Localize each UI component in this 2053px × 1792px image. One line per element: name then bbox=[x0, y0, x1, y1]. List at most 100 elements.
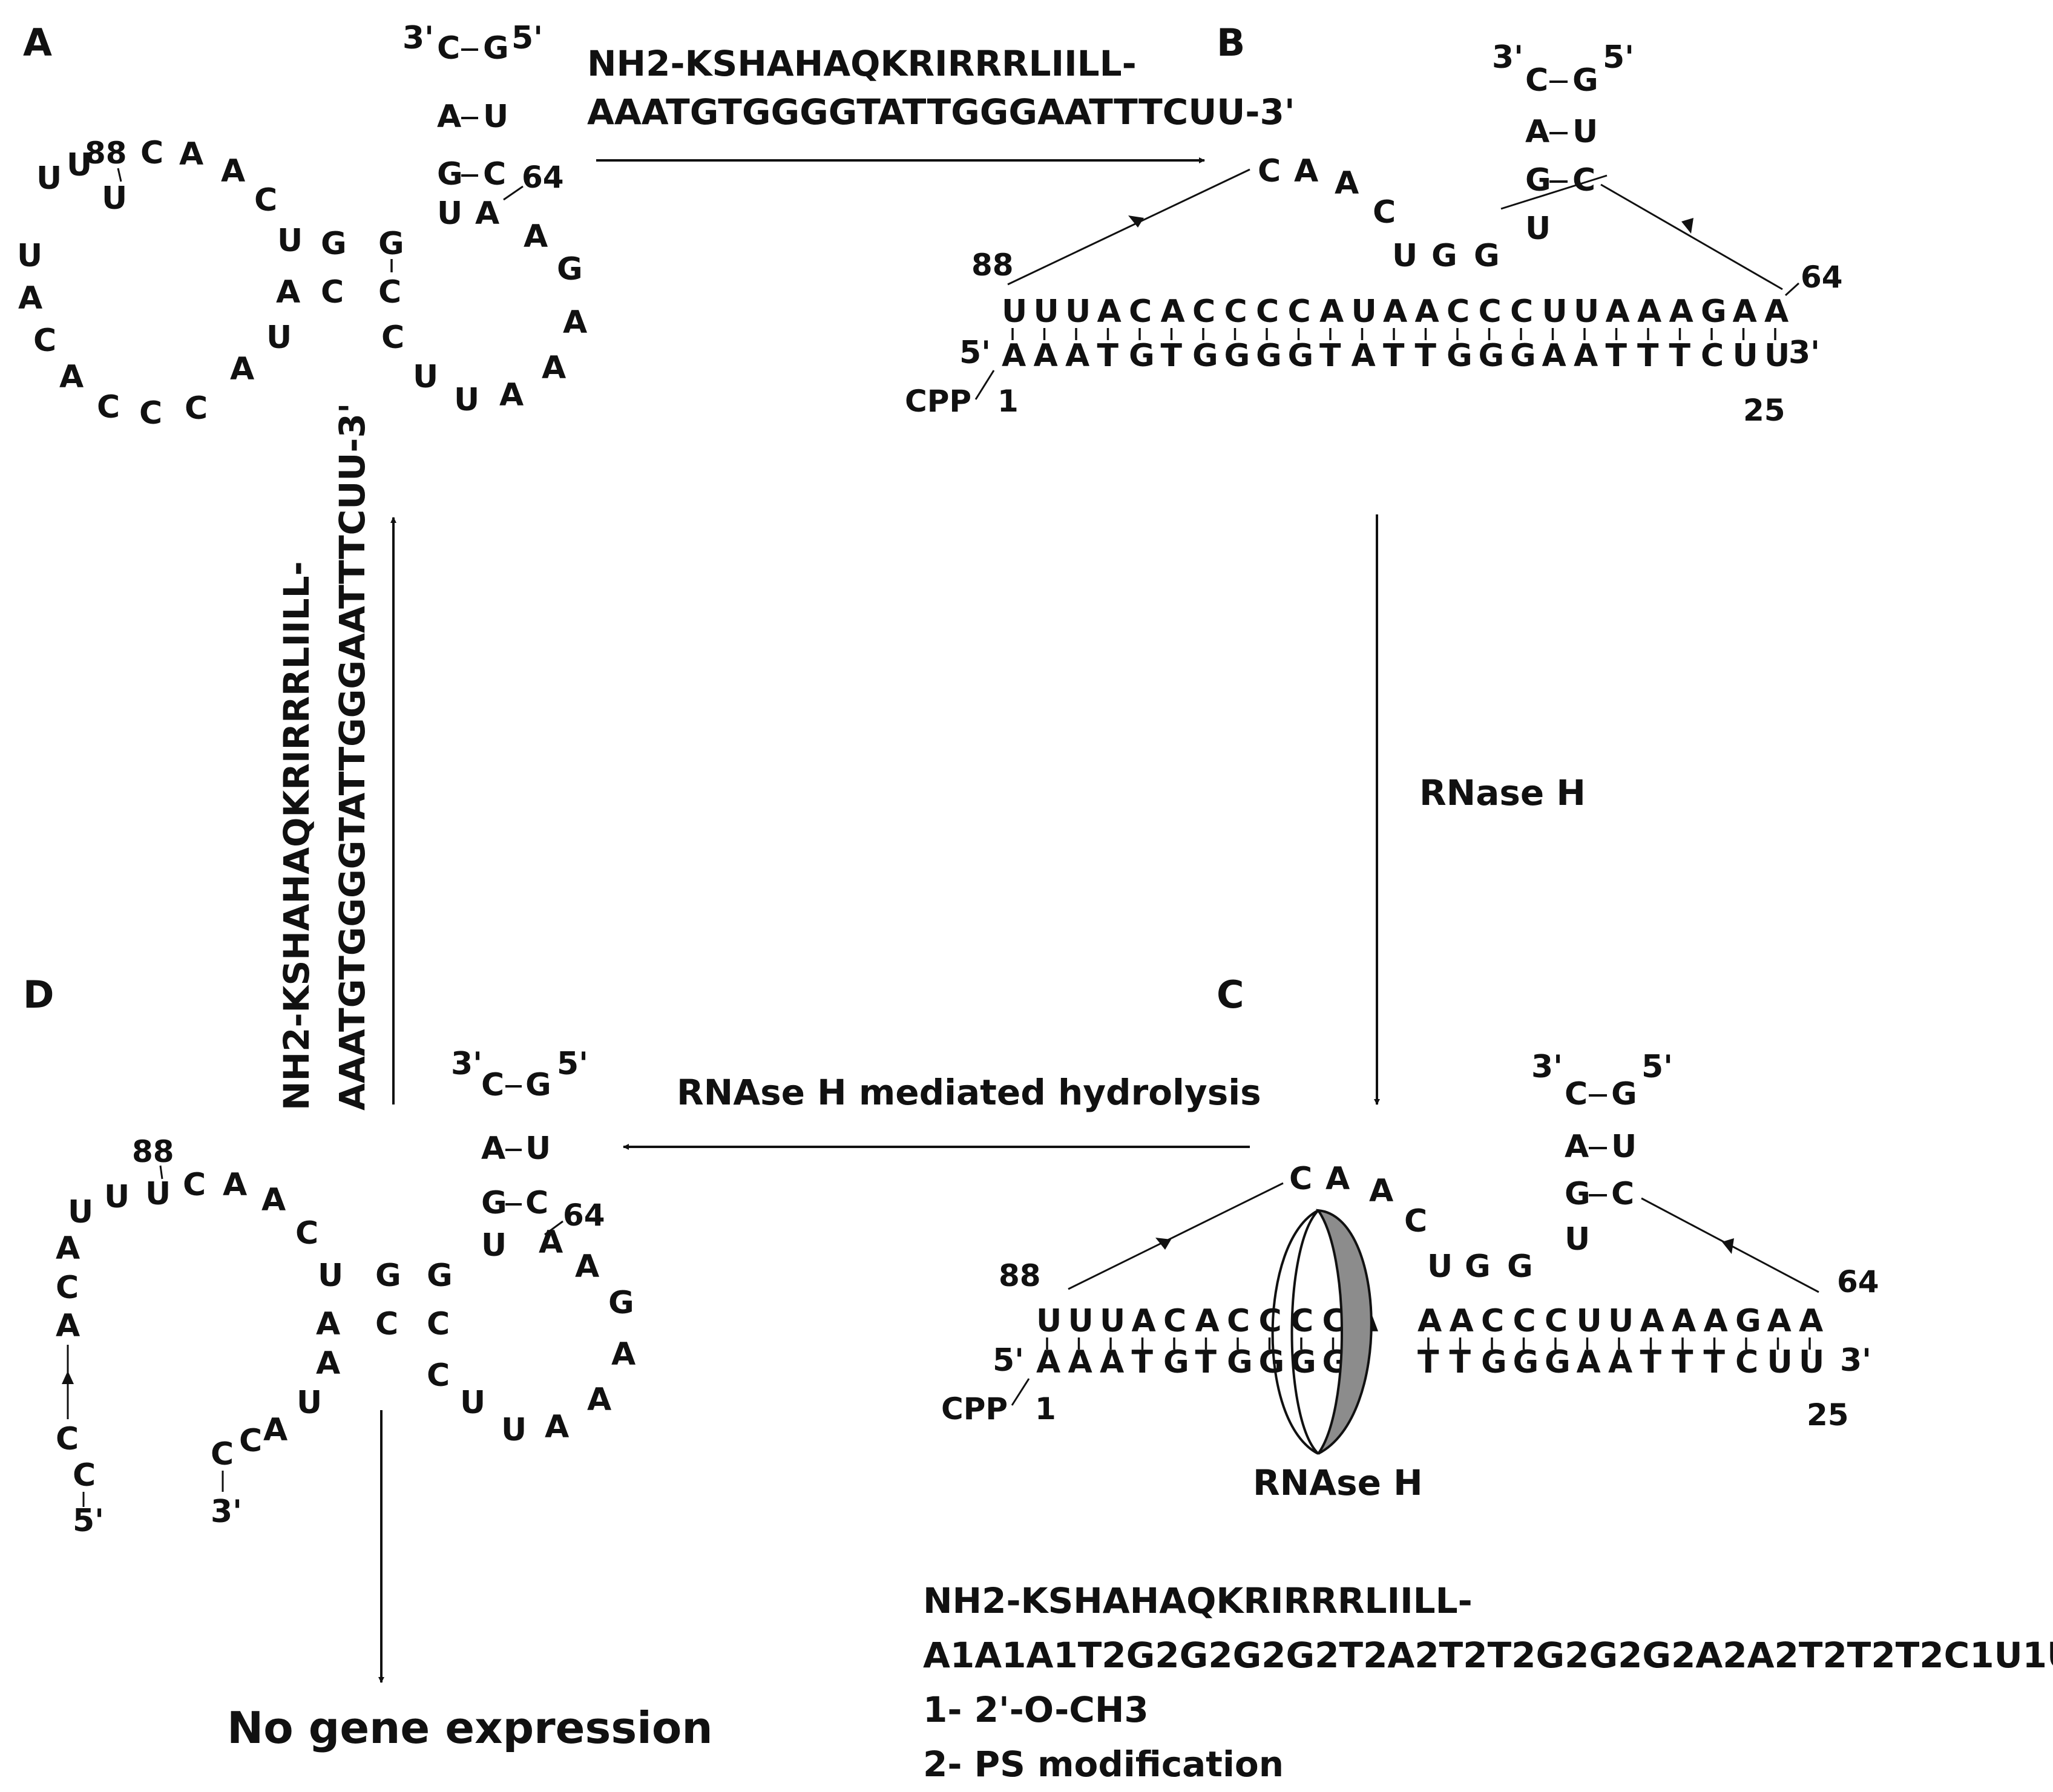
duplex-bottom-nucleotide: G bbox=[1479, 338, 1505, 374]
nucleotide: U bbox=[1427, 1249, 1453, 1285]
nucleotide: G bbox=[375, 1258, 401, 1294]
position-tick bbox=[117, 168, 122, 182]
duplex-bottom-nucleotide: G bbox=[1129, 338, 1155, 374]
nucleotide: U bbox=[145, 1176, 171, 1212]
duplex-top-nucleotide: A bbox=[1669, 294, 1693, 330]
nucleotide: U bbox=[67, 147, 92, 183]
modified-oligo-label: A1A1A1T2G2G2G2G2T2A2T2T2G2G2G2A2A2T2T2T2… bbox=[923, 1635, 2053, 1676]
duplex-bottom-nucleotide: T bbox=[1669, 338, 1691, 374]
nucleotide: A bbox=[316, 1306, 340, 1342]
nucleotide: U bbox=[102, 180, 127, 217]
nucleotide: C bbox=[427, 1357, 450, 1394]
nucleotide: C bbox=[1373, 194, 1396, 231]
nucleotide: A bbox=[263, 1412, 287, 1448]
connector-line bbox=[1068, 1182, 1284, 1290]
duplex-bottom-nucleotide: T bbox=[1097, 338, 1119, 374]
nucleotide: A bbox=[1369, 1173, 1393, 1209]
duplex-bottom-nucleotide: A bbox=[1100, 1344, 1124, 1380]
duplex-top-nucleotide: G bbox=[1701, 294, 1727, 330]
nucleotide: G bbox=[378, 226, 404, 262]
legend-item: 1- 2'-O-CH3 bbox=[923, 1689, 1149, 1730]
nucleotide: U bbox=[1525, 211, 1551, 247]
nucleotide: A bbox=[481, 1131, 505, 1167]
panel-a-stem: 3' C G 5' A U G C U 64 bbox=[402, 20, 564, 232]
duplex-bottom-nucleotide: G bbox=[1163, 1344, 1189, 1380]
nucleotide: A bbox=[587, 1382, 611, 1418]
position-64: 64 bbox=[522, 160, 564, 195]
nucleotide: C bbox=[97, 389, 120, 425]
oligo-label: AAATGTGGGGTATTGGGAATTTCUU-3' bbox=[587, 91, 1295, 133]
duplex-top-nucleotide: A bbox=[1767, 1303, 1792, 1339]
duplex-top-nucleotide: C bbox=[1510, 294, 1533, 330]
direction-arrowhead bbox=[1155, 1238, 1171, 1250]
duplex-bottom-nucleotide: C bbox=[1701, 338, 1724, 374]
duplex-bottom-nucleotide: U bbox=[1764, 338, 1790, 374]
nucleotide: C bbox=[483, 156, 506, 192]
position-88: 88 bbox=[85, 136, 127, 171]
duplex-bottom-nucleotide: T bbox=[1319, 338, 1341, 374]
nucleotide: G bbox=[427, 1258, 453, 1294]
nucleotide: C bbox=[1289, 1161, 1312, 1197]
nucleotide: C bbox=[375, 1306, 398, 1342]
nucleotide: C bbox=[481, 1067, 504, 1103]
nucleotide: C bbox=[1525, 62, 1548, 99]
nucleotide: G bbox=[1465, 1249, 1491, 1285]
duplex-bottom-nucleotide: A bbox=[1574, 338, 1598, 374]
duplex-bottom-nucleotide: G bbox=[1447, 338, 1473, 374]
nucleotide: G bbox=[1565, 1176, 1591, 1212]
panel-d-stem: 3' C G 5' A U G C U 64 bbox=[451, 1046, 605, 1264]
nucleotide: C bbox=[140, 135, 163, 171]
nucleotide: A bbox=[437, 99, 461, 135]
nucleotide: U bbox=[460, 1385, 485, 1421]
three-prime-label: 3' bbox=[1531, 1049, 1563, 1085]
nucleotide: A bbox=[1565, 1129, 1589, 1165]
duplex-top-nucleotide: U bbox=[1352, 294, 1377, 330]
duplex-bottom-nucleotide: A bbox=[1577, 1344, 1601, 1380]
nucleotide: A bbox=[179, 136, 203, 172]
position-1: 1 bbox=[997, 384, 1019, 419]
panel-label-b: B bbox=[1217, 21, 1245, 65]
nucleotide: C bbox=[1611, 1176, 1634, 1212]
duplex-bottom-nucleotide: G bbox=[1192, 338, 1218, 374]
nucleotide: A bbox=[59, 359, 84, 395]
rnase-h-enzyme-icon bbox=[1271, 1209, 1373, 1455]
five-prime-label: 5' bbox=[1641, 1049, 1673, 1085]
panel-c: C 3' C G 5' A U G C U C A A C U G G bbox=[941, 973, 1879, 1503]
hydrolysis-label: RNAse H mediated hydrolysis bbox=[677, 1072, 1261, 1113]
nucleotide: G bbox=[608, 1285, 634, 1321]
duplex-top-nucleotide: C bbox=[1224, 294, 1247, 330]
nucleotide: C bbox=[185, 390, 208, 427]
direction-arrowhead bbox=[1128, 215, 1144, 228]
nucleotide: U bbox=[501, 1412, 527, 1448]
position-25: 25 bbox=[1807, 1397, 1849, 1433]
connector-line bbox=[1600, 183, 1783, 290]
duplex-top-nucleotide: U bbox=[1574, 294, 1599, 330]
duplex-top-nucleotide: A bbox=[1097, 294, 1122, 330]
nucleotide: G bbox=[557, 251, 583, 287]
nucleotide: U bbox=[454, 382, 479, 418]
panel-a: A 3' C G 5' A U G C U 64 88 U U U C A bbox=[17, 20, 587, 432]
nucleotide: A bbox=[563, 304, 587, 341]
nucleotide: A bbox=[316, 1345, 340, 1382]
position-tick bbox=[503, 185, 524, 201]
nucleotide: G bbox=[525, 1067, 551, 1103]
duplex-top-nucleotide: C bbox=[1288, 294, 1311, 330]
duplex-top-nucleotide: A bbox=[1764, 294, 1789, 330]
duplex-top-nucleotide: A bbox=[1672, 1303, 1696, 1339]
three-prime-label: 3' bbox=[402, 20, 434, 56]
nucleotide: A bbox=[545, 1409, 569, 1445]
position-64: 64 bbox=[1801, 260, 1843, 295]
position-1: 1 bbox=[1035, 1391, 1056, 1426]
nucleotide: G bbox=[1525, 162, 1551, 199]
connector-line bbox=[1500, 174, 1608, 210]
duplex-bottom-nucleotide: A bbox=[1542, 338, 1566, 374]
panel-b: B 3' C G 5' A U G C U C A A C U G G bbox=[905, 21, 1843, 428]
duplex-bottom-nucleotide: A bbox=[1065, 338, 1089, 374]
nucleotide: C bbox=[525, 1185, 548, 1221]
three-prime-label: 3' bbox=[451, 1046, 482, 1082]
duplex-bottom-nucleotide: T bbox=[1606, 338, 1628, 374]
duplex-bottom-nucleotide: G bbox=[1481, 1344, 1507, 1380]
nucleotide: G bbox=[321, 226, 347, 262]
peptide-label-vertical: NH2-KSHAHAQKRIRRRLIILL- bbox=[276, 561, 317, 1111]
